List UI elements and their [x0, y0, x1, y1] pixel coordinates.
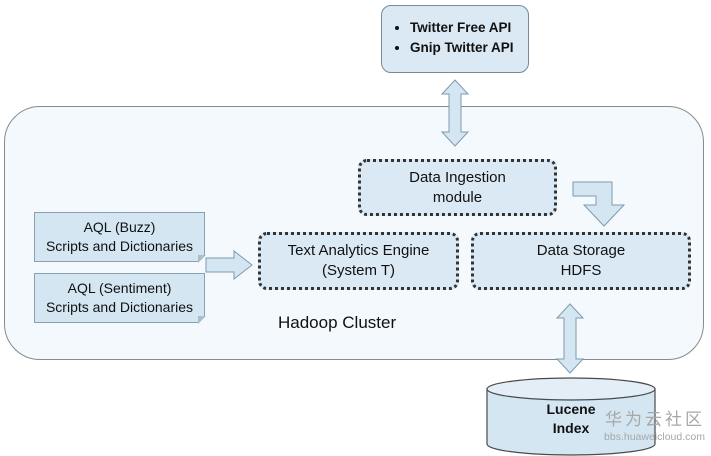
- aql-sentiment-line1: AQL (Sentiment): [67, 280, 172, 296]
- data-storage-hdfs: Data Storage HDFS: [471, 232, 691, 290]
- watermark-title: 华为云社区: [605, 410, 705, 429]
- text-analytics-engine: Text Analytics Engine (System T): [258, 232, 459, 290]
- text-analytics-line1: Text Analytics Engine: [287, 242, 430, 259]
- huawei-cloud-watermark: 华为云社区 bbs.huaweicloud.com: [583, 410, 705, 444]
- aql-sentiment-fold-corner: [198, 316, 206, 324]
- data-storage-line1: Data Storage: [536, 242, 626, 259]
- hadoop-cluster-label: Hadoop Cluster: [278, 313, 397, 332]
- api-list: Twitter Free API Gnip Twitter API: [394, 18, 528, 58]
- aql-buzz-line2: Scripts and Dictionaries: [45, 238, 194, 254]
- ingestion-storage-bent-arrow: [572, 181, 626, 227]
- lucene-line1: Lucene: [546, 401, 596, 417]
- api-item-gnip-twitter: Gnip Twitter API: [410, 38, 528, 58]
- data-ingestion-module: Data Ingestion module: [358, 159, 557, 216]
- twitter-api-box: Twitter Free API Gnip Twitter API: [381, 5, 529, 73]
- aql-buzz-fold-corner: [198, 255, 206, 263]
- text-analytics-line2: (System T): [321, 262, 396, 279]
- data-ingestion-line1: Data Ingestion: [409, 168, 506, 186]
- lucene-index-label: Lucene Index: [516, 400, 626, 438]
- api-item-twitter-free: Twitter Free API: [410, 18, 528, 38]
- data-storage-line2: HDFS: [560, 262, 602, 279]
- aql-buzz-document: AQL (Buzz) Scripts and Dictionaries: [34, 212, 205, 262]
- lucene-line2: Index: [552, 420, 590, 436]
- aql-engine-arrow: [205, 249, 253, 281]
- aql-sentiment-line2: Scripts and Dictionaries: [45, 299, 194, 315]
- api-ingestion-double-arrow: [440, 79, 470, 147]
- lucene-index-cylinder: [486, 377, 656, 456]
- watermark-url: bbs.huaweicloud.com: [604, 431, 705, 443]
- aql-buzz-line1: AQL (Buzz): [83, 219, 156, 235]
- data-ingestion-line2: module: [432, 188, 483, 206]
- aql-sentiment-document: AQL (Sentiment) Scripts and Dictionaries: [34, 273, 205, 323]
- storage-lucene-double-arrow: [555, 303, 585, 374]
